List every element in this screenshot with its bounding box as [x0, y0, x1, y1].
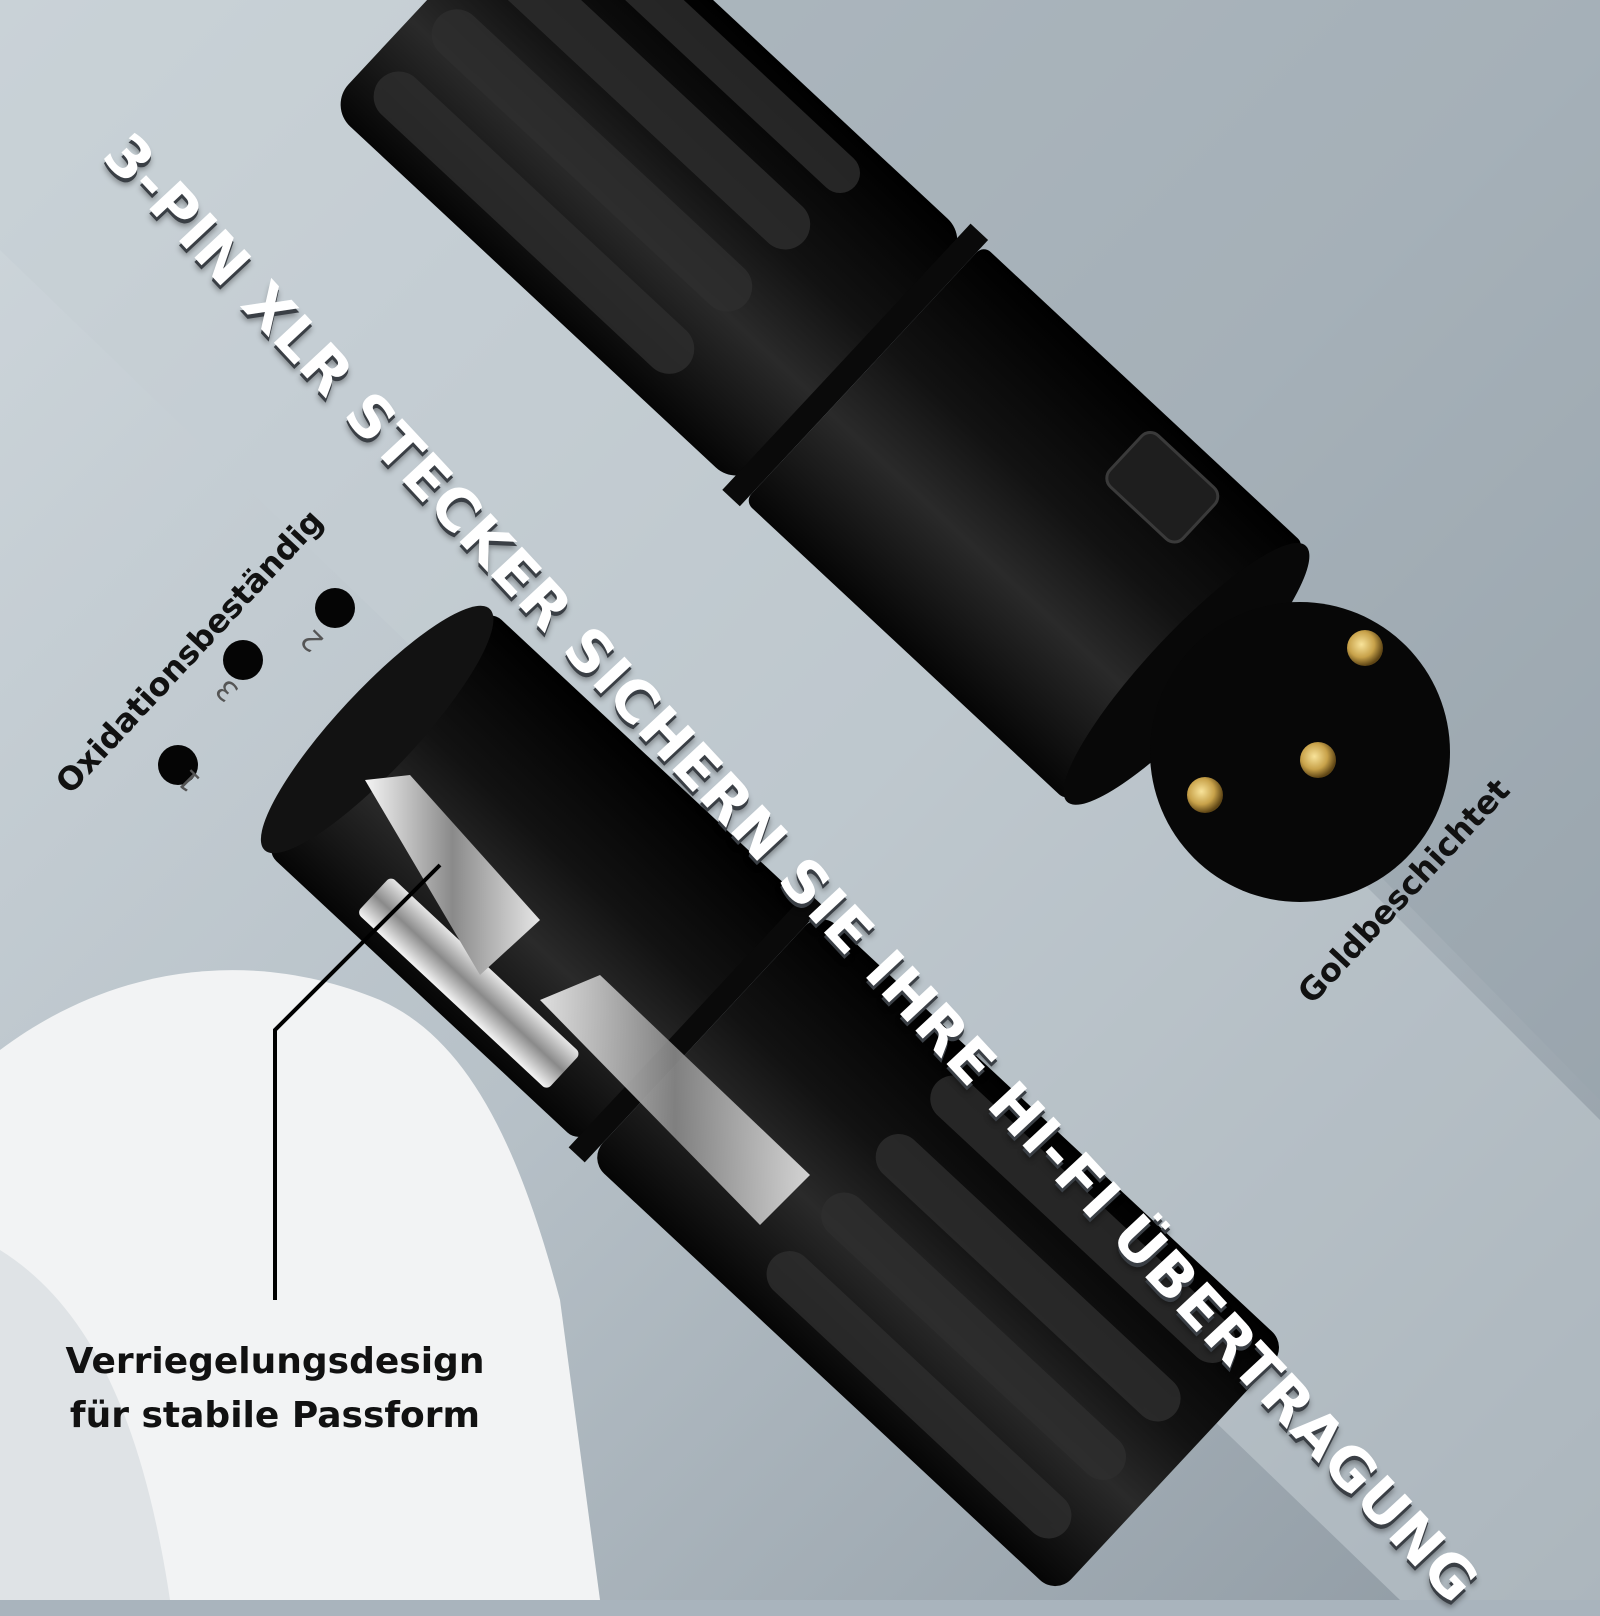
- gold-pin: [1187, 777, 1223, 813]
- socket-hole: [223, 640, 263, 680]
- male-pin-face: [1150, 602, 1450, 902]
- locking-caption-line2: für stabile Passform: [69, 1395, 481, 1436]
- locking-design-caption: Verriegelungsdesign für stabile Passform: [40, 1335, 510, 1443]
- gold-pin: [1300, 742, 1336, 778]
- female-xlr-connector: [260, 605, 1279, 1587]
- gold-pin: [1347, 630, 1383, 666]
- socket-hole: [315, 588, 355, 628]
- socket-hole: [158, 745, 198, 785]
- locking-caption-line1: Verriegelungsdesign: [65, 1341, 485, 1382]
- metal-latch-ring: [540, 975, 810, 1225]
- metal-latch: [365, 775, 540, 975]
- callout-line: [273, 863, 442, 1300]
- white-cable-shape: [0, 970, 600, 1600]
